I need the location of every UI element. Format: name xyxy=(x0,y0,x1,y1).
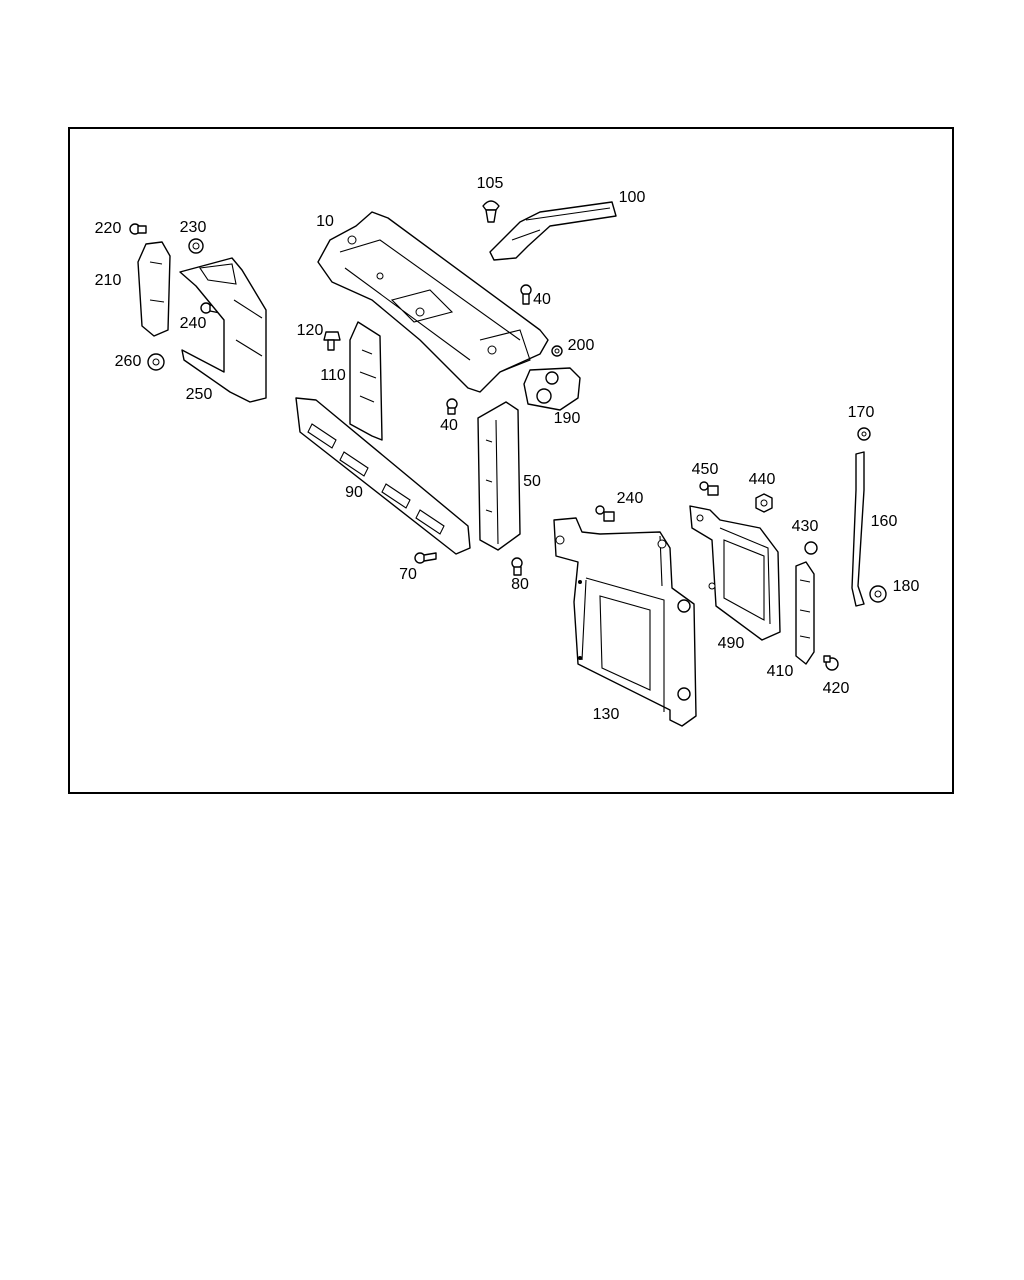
callout-10: 10 xyxy=(316,213,334,230)
part-440-nut xyxy=(755,493,773,513)
part-100-bracket xyxy=(489,201,617,261)
callout-420: 420 xyxy=(822,680,850,697)
callout-200: 200 xyxy=(567,337,595,354)
part-240-bolt-right xyxy=(595,505,615,522)
part-210-left-bracket xyxy=(137,241,171,337)
part-130-radiator-frame xyxy=(553,517,697,727)
part-260-grommet xyxy=(147,353,165,371)
callout-190: 190 xyxy=(553,410,581,427)
callout-105: 105 xyxy=(476,175,504,192)
part-90-lower-beam xyxy=(295,397,471,555)
part-110-side-plate xyxy=(349,321,383,441)
part-40-bolt-upper xyxy=(520,284,532,305)
callout-40-middle: 40 xyxy=(440,417,458,434)
part-430-nut xyxy=(804,541,818,555)
callout-40-upper: 40 xyxy=(533,291,551,308)
callout-120: 120 xyxy=(296,322,324,339)
callout-440: 440 xyxy=(748,471,776,488)
callout-230: 230 xyxy=(179,219,207,236)
callout-450: 450 xyxy=(691,461,719,478)
callout-80: 80 xyxy=(511,576,529,593)
callout-220: 220 xyxy=(94,220,122,237)
callout-130: 130 xyxy=(592,706,620,723)
callout-240-left: 240 xyxy=(179,315,207,332)
callout-160: 160 xyxy=(870,513,898,530)
part-450-bolt xyxy=(699,481,719,496)
part-220-screw xyxy=(129,223,147,235)
part-120-bolt xyxy=(323,331,341,351)
callout-170: 170 xyxy=(847,404,875,421)
callout-430: 430 xyxy=(791,518,819,535)
callout-50: 50 xyxy=(523,473,541,490)
part-40-bolt-middle xyxy=(446,398,458,415)
part-70-bolt xyxy=(414,552,437,564)
callout-490: 490 xyxy=(717,635,745,652)
part-230-nut xyxy=(188,238,204,254)
callout-110: 110 xyxy=(320,367,346,384)
part-105-clip xyxy=(482,200,500,223)
part-490-frame-bracket xyxy=(689,505,781,641)
callout-70: 70 xyxy=(399,566,417,583)
callout-410: 410 xyxy=(766,663,794,680)
part-50-vertical-post xyxy=(477,401,521,551)
callout-180: 180 xyxy=(892,578,920,595)
part-10-upper-cross-member xyxy=(317,211,549,393)
part-250-air-deflector xyxy=(179,257,267,403)
callout-210: 210 xyxy=(94,272,122,289)
part-180-nut xyxy=(869,585,887,603)
part-420-bolt xyxy=(823,655,839,671)
part-170-clip xyxy=(857,427,871,441)
part-200-nut xyxy=(551,345,563,357)
part-80-bolt xyxy=(511,557,523,576)
callout-100: 100 xyxy=(618,189,646,206)
callout-250: 250 xyxy=(185,386,213,403)
callout-240-right: 240 xyxy=(616,490,644,507)
part-160-support-rod xyxy=(851,451,865,607)
part-190-mount xyxy=(523,367,581,411)
part-410-bracket xyxy=(795,561,815,665)
callout-90: 90 xyxy=(345,484,363,501)
callout-260: 260 xyxy=(114,353,142,370)
